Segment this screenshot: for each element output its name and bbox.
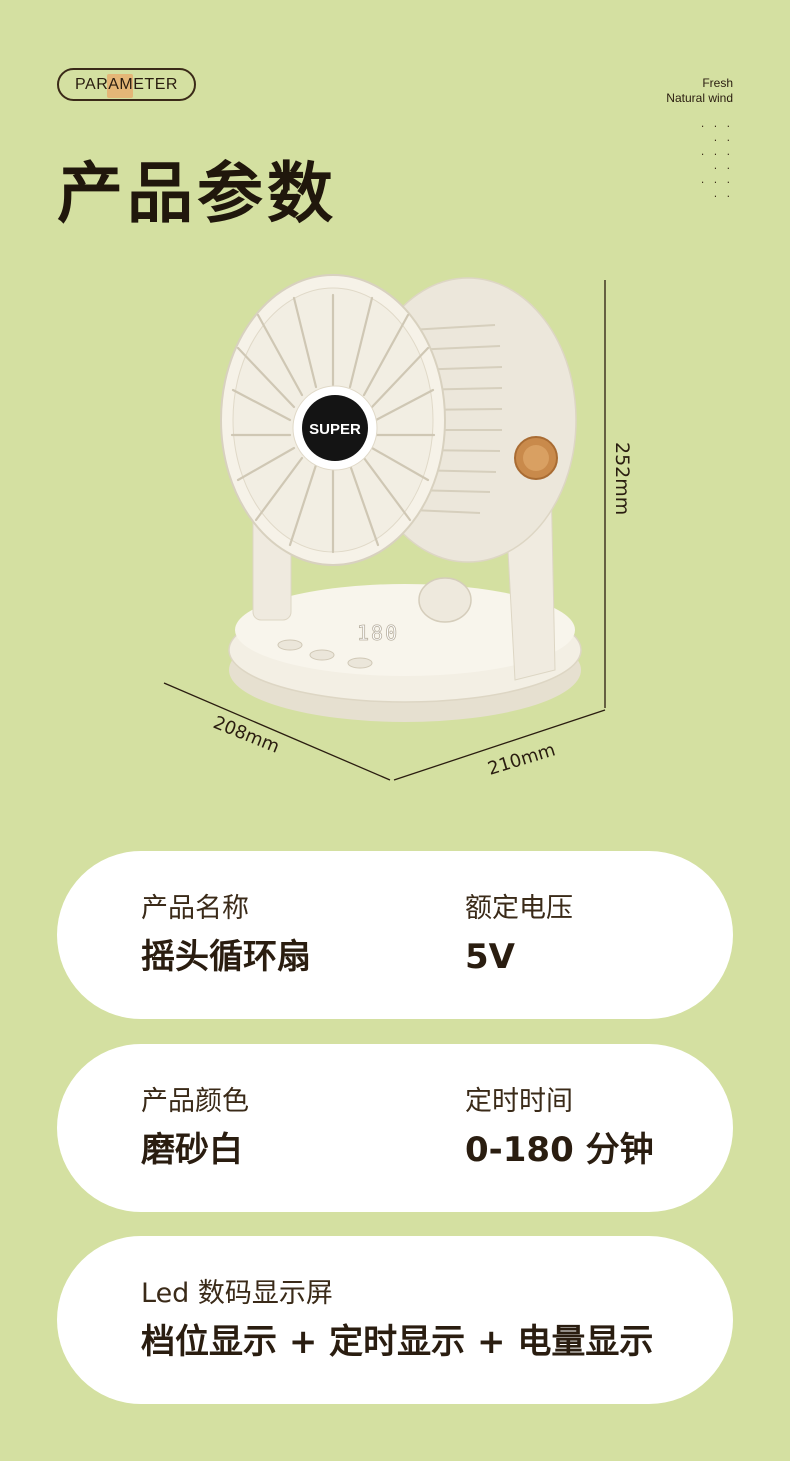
base-button-1	[277, 639, 303, 651]
spec-card-1: 产品名称 摇头循环扇 额定电压 5V	[57, 851, 733, 1019]
spec-timer: 定时时间 0-180 分钟	[465, 1084, 654, 1174]
spec-value: 磨砂白	[141, 1130, 243, 1170]
badge-label: PARAMETER	[75, 75, 178, 93]
spec-card-2: 产品颜色 磨砂白 定时时间 0-180 分钟	[57, 1044, 733, 1212]
dot-pattern: . . . . .. . . . .. . . . .	[699, 120, 732, 200]
badge-highlight	[107, 74, 133, 98]
spec-label: 定时时间	[465, 1086, 573, 1117]
spec-label: Led 数码显示屏	[141, 1278, 333, 1309]
spec-label: 产品名称	[141, 893, 249, 924]
spec-label: 产品颜色	[141, 1086, 249, 1117]
spec-product-name: 产品名称 摇头循环扇	[141, 891, 311, 981]
base-button-2	[309, 649, 335, 661]
page-title: 产品参数	[57, 155, 337, 232]
dimension-lines	[163, 280, 606, 781]
spec-value: 0-180 分钟	[465, 1130, 654, 1170]
tagline: Fresh Natural wind	[666, 76, 733, 106]
height-label: 252mm	[611, 442, 630, 515]
spec-label: 额定电压	[465, 893, 573, 924]
spec-value: 档位显示 + 定时显示 + 电量显示	[141, 1322, 654, 1362]
fan-logo: SUPER	[309, 421, 361, 438]
spec-rated-voltage: 额定电压 5V	[465, 891, 573, 981]
base-dial	[418, 577, 472, 623]
spec-value: 5V	[465, 937, 515, 977]
product-image: 252mm 208mm 210mm 180	[163, 274, 630, 781]
spec-card-3: Led 数码显示屏 档位显示 + 定时显示 + 电量显示	[57, 1236, 733, 1404]
spec-led-display: Led 数码显示屏 档位显示 + 定时显示 + 电量显示	[141, 1276, 653, 1366]
tagline-line1: Fresh	[702, 76, 733, 90]
parameter-badge: PARAMETER	[57, 68, 196, 101]
spec-product-color: 产品颜色 磨砂白	[141, 1084, 249, 1174]
spec-value: 摇头循环扇	[141, 937, 311, 977]
base-display: 180	[357, 621, 399, 645]
tagline-line2: Natural wind	[666, 91, 733, 105]
base-button-3	[347, 657, 373, 669]
